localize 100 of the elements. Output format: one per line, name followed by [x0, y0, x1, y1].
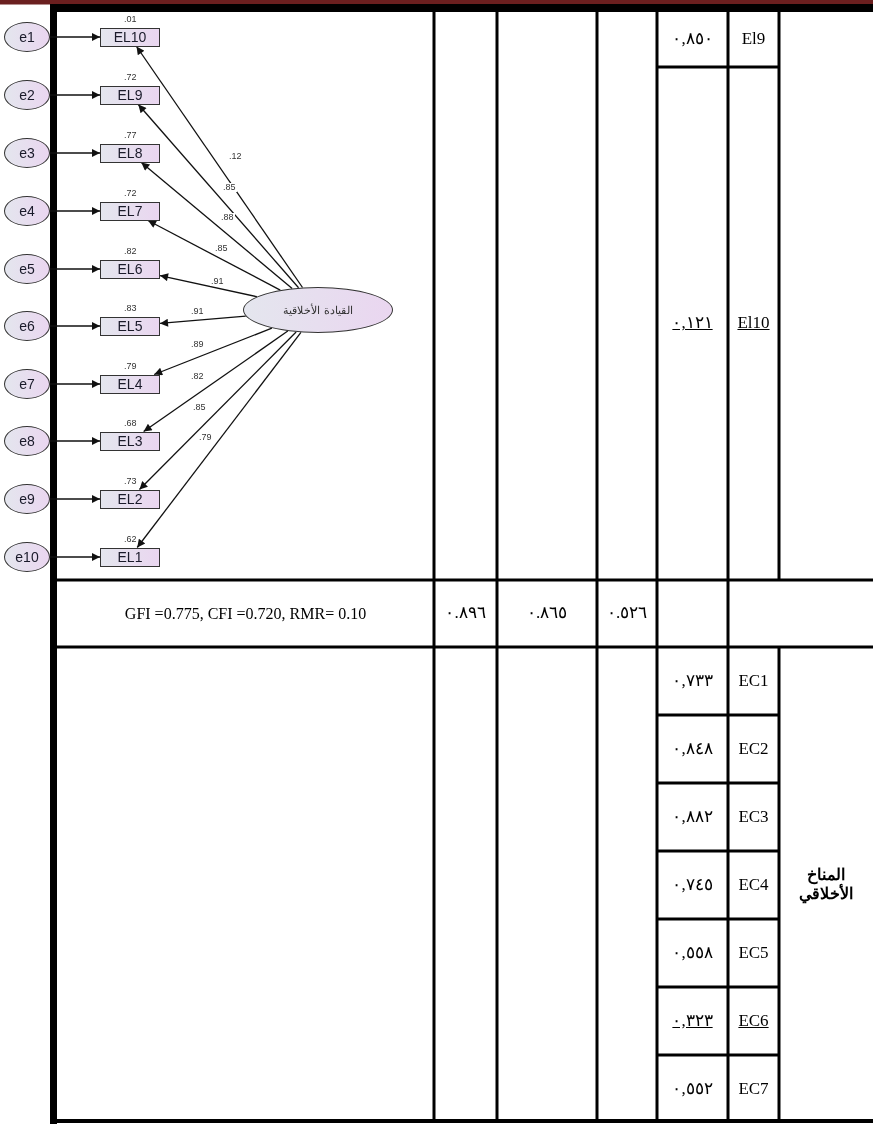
path-arrow: [49, 265, 101, 273]
error-term-circle: [4, 369, 50, 399]
error-term-circle: [4, 80, 50, 110]
r-squared-value: .73: [124, 476, 137, 486]
loading-value: .12: [228, 152, 243, 161]
path-arrow: [147, 219, 281, 291]
table-cell-text: ٠,٨٤٨: [672, 738, 713, 760]
variable-label: EL8: [117, 146, 143, 160]
table-cell-text: El9: [741, 29, 766, 50]
error-term-circle: [4, 426, 50, 456]
variable-label: e4: [19, 204, 35, 218]
path-arrow: [49, 322, 101, 330]
variable-label: e6: [19, 319, 35, 333]
variable-label: e5: [19, 262, 35, 276]
variable-label: e1: [19, 30, 35, 44]
variable-label: e8: [19, 434, 35, 448]
table-cell-text: ٠,٥٥٨: [672, 942, 713, 964]
path-arrow: [137, 103, 300, 289]
loading-value: .88: [220, 213, 235, 222]
path-arrow: [49, 149, 101, 157]
table-cell-text: EC6: [738, 1010, 769, 1032]
variable-label: e7: [19, 377, 35, 391]
variable-label: القيادة الأخلاقية: [283, 304, 353, 316]
path-arrow: [135, 45, 304, 289]
loading-value: .85: [192, 403, 207, 412]
table-cell-text: ٠,٨٥٠: [672, 29, 713, 50]
path-arrow: [153, 327, 273, 376]
error-term-circle: [4, 196, 50, 226]
r-squared-value: .77: [124, 130, 137, 140]
table-cell-text: ٠,٥٥٢: [672, 1078, 713, 1100]
loading-value: .85: [214, 244, 229, 253]
error-term-circle: [4, 542, 50, 572]
table-cell-text: ٠,٧٣٣: [672, 670, 713, 692]
observed-variable-box: [100, 201, 160, 221]
path-arrow: [49, 207, 101, 215]
error-term-circle: [4, 254, 50, 284]
variable-label: e10: [15, 550, 39, 564]
observed-variable-box: [100, 85, 160, 105]
observed-variable-box: [100, 374, 160, 394]
variable-label: EL1: [117, 550, 143, 564]
table-cell-text: EC2: [738, 738, 769, 760]
loading-value: .91: [190, 307, 205, 316]
table-cell-text: EC3: [738, 806, 769, 828]
path-arrow: [136, 331, 302, 549]
table-cell-text: ٠.٥٢٦: [606, 603, 648, 624]
variable-label: EL6: [117, 262, 143, 276]
error-term-circle: [4, 484, 50, 514]
variable-label: EL2: [117, 492, 143, 506]
table-cell-text: GFI =0.775, CFI =0.720, RMR= 0.10: [124, 603, 367, 624]
table-cell-text: ٠,٣٢٣: [672, 1010, 713, 1032]
path-arrow: [49, 380, 101, 388]
path-arrow: [49, 33, 101, 41]
variable-label: EL7: [117, 204, 143, 218]
r-squared-value: .72: [124, 188, 137, 198]
observed-variable-box: [100, 316, 160, 336]
r-squared-value: .82: [124, 246, 137, 256]
loading-value: .85: [222, 183, 237, 192]
variable-label: EL5: [117, 319, 143, 333]
r-squared-value: .68: [124, 418, 137, 428]
table-cell-text: EC7: [738, 1078, 769, 1100]
loading-value: .79: [198, 433, 213, 442]
loading-value: .91: [210, 277, 225, 286]
r-squared-value: .72: [124, 72, 137, 82]
table-cell-text: EC4: [738, 874, 769, 896]
observed-variable-box: [100, 143, 160, 163]
table-cell-text: El10: [737, 313, 770, 334]
path-arrow: [49, 553, 101, 561]
loading-value: .89: [190, 340, 205, 349]
variable-label: EL10: [113, 30, 147, 44]
observed-variable-box: [100, 489, 160, 509]
path-arrow: [159, 273, 258, 298]
path-arrow: [49, 437, 101, 445]
observed-variable-box: [100, 431, 160, 451]
r-squared-value: .79: [124, 361, 137, 371]
variable-label: e9: [19, 492, 35, 506]
table-cell-text: ٠.٨٦٥: [526, 603, 568, 624]
observed-variable-box: [100, 259, 160, 279]
table-cell-text: ٠,٨٨٢: [672, 806, 713, 828]
loading-value: .82: [190, 372, 205, 381]
table-cell-text: ٠,٧٤٥: [672, 874, 713, 896]
variable-label: EL9: [117, 88, 143, 102]
variable-label: e2: [19, 88, 35, 102]
error-term-circle: [4, 138, 50, 168]
path-arrow: [49, 495, 101, 503]
observed-variable-box: [100, 27, 160, 47]
table-cell-text: EC1: [738, 670, 769, 692]
table-cell-text: المناخ الأخلاقي: [798, 864, 854, 904]
observed-variable-box: [100, 547, 160, 567]
path-arrow: [49, 91, 101, 99]
r-squared-value: .62: [124, 534, 137, 544]
error-term-circle: [4, 311, 50, 341]
variable-label: e3: [19, 146, 35, 160]
table-cell-text: EC5: [738, 942, 769, 964]
table-cell-text: ٠,١٢١: [672, 313, 713, 334]
r-squared-value: .83: [124, 303, 137, 313]
table-cell-text: ٠.٨٩٦: [445, 603, 486, 624]
path-arrow: [138, 331, 297, 491]
variable-label: EL4: [117, 377, 143, 391]
r-squared-value: .01: [124, 14, 137, 24]
variable-label: EL3: [117, 434, 143, 448]
